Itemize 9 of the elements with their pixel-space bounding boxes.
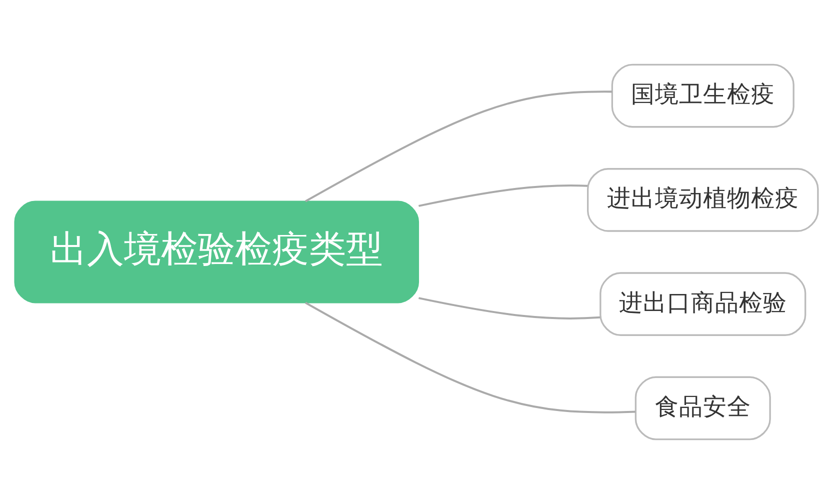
connector	[305, 90, 612, 202]
node-box: 食品安全	[634, 376, 771, 440]
node-box: 进出境动植物检疫	[586, 168, 819, 232]
node-box: 国境卫生检疫	[611, 64, 794, 128]
node-box: 进出口商品检验	[600, 272, 806, 336]
connector	[418, 297, 600, 320]
node-box: 出入境检验检疫类型	[14, 200, 420, 304]
connector	[418, 184, 588, 207]
connector	[305, 302, 636, 414]
